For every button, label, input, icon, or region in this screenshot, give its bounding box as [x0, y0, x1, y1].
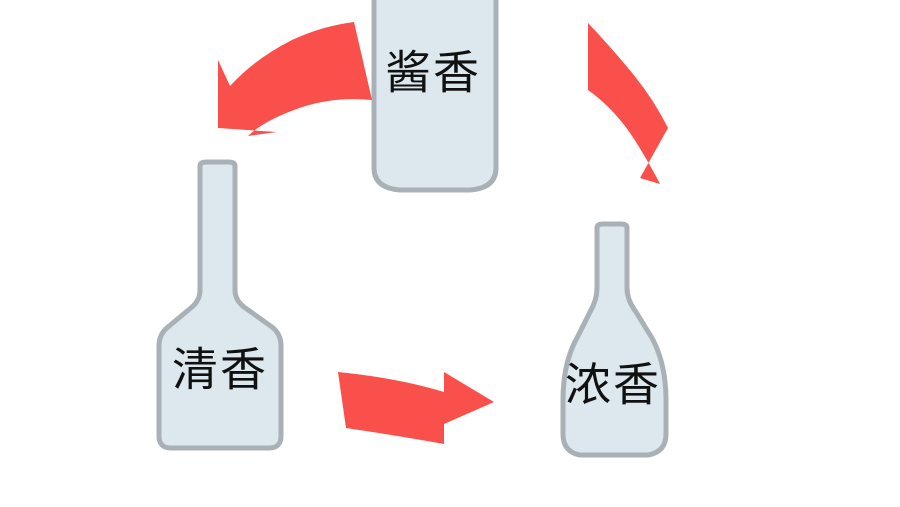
arrow-top-left-shape	[218, 22, 372, 136]
arrow-top-right-shape	[588, 23, 668, 184]
bottle-qingxiang[interactable]: 清香	[156, 159, 284, 451]
arrow-top-left[interactable]	[218, 22, 372, 136]
bottle-jiangxiang-label: 酱香	[385, 46, 481, 100]
arrow-bottom-shape	[338, 372, 494, 444]
bottle-qingxiang-body	[156, 159, 284, 451]
bottle-nongxiang-label: 浓香	[565, 358, 661, 412]
bottle-jiangxiang[interactable]: 酱香	[371, 0, 499, 193]
arrow-bottom[interactable]	[338, 372, 494, 444]
bottle-jiangxiang-body	[371, 0, 499, 193]
bottle-qingxiang-label: 清香	[172, 343, 268, 397]
bottle-nongxiang-body	[560, 221, 669, 458]
bottle-nongxiang[interactable]: 浓香	[560, 221, 669, 458]
arrow-top-right[interactable]	[588, 23, 668, 184]
